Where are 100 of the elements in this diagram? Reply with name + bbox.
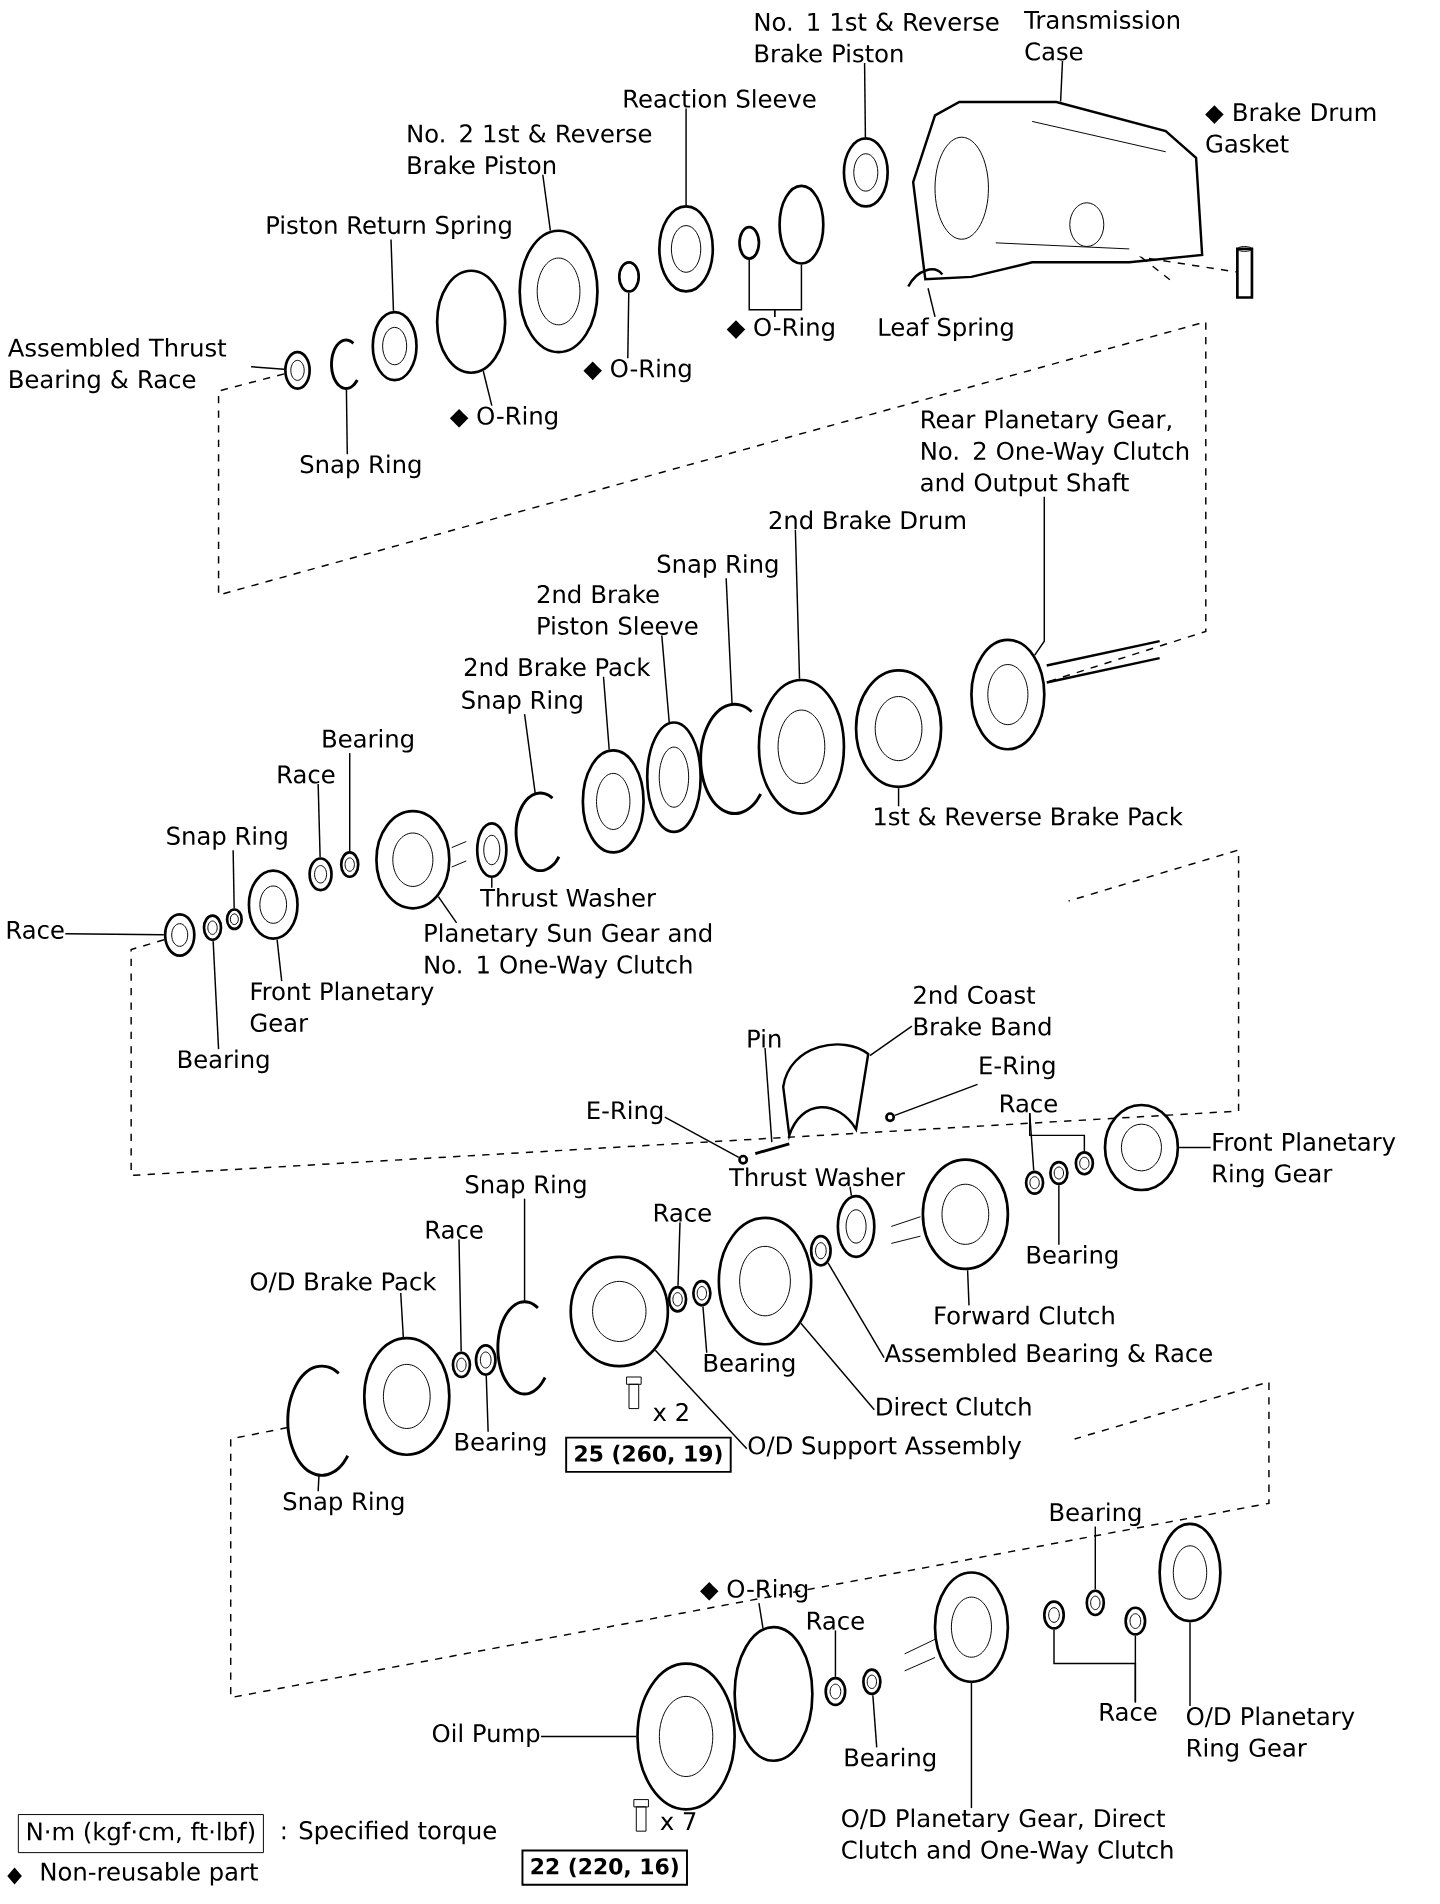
leader-line (1094, 1525, 1096, 1591)
part-label: No. 2 1st & Reverse Brake Piston (408, 124, 652, 175)
alignment-line (217, 320, 1207, 684)
part-label: Front Planetary Gear (250, 981, 434, 1032)
legend-text: Non-reusable part (41, 1862, 258, 1886)
leader-line (966, 1269, 970, 1307)
ring-part (1103, 1103, 1180, 1192)
part-label: ◆ O-Ring (583, 358, 691, 383)
leader-line (1033, 496, 1045, 656)
part-label: Bearing (455, 1432, 546, 1456)
part-label: 1st & Reverse Brake Pack (874, 806, 1183, 826)
ring-part (842, 137, 889, 208)
leader-line (872, 1694, 878, 1749)
part-label: Planetary Sun Gear and No. 1 One-Way Clutch (425, 923, 711, 979)
leaf-spring (907, 268, 944, 288)
part-label: Race (1000, 1094, 1057, 1113)
quantity-label: x 2 (653, 1402, 688, 1421)
part-label: Pin (748, 1029, 781, 1048)
leader-line (800, 1322, 875, 1411)
leader-line (685, 107, 687, 206)
ring-part (474, 1344, 497, 1376)
ring-part (362, 1336, 451, 1457)
part-label: Snap Ring (657, 554, 778, 578)
part-label: Race (278, 765, 335, 784)
part-label: Race (1100, 1702, 1157, 1721)
leader-line (399, 1292, 404, 1338)
leader-line (64, 933, 165, 936)
part-label: Direct Clutch (877, 1396, 1031, 1416)
snap-ring (286, 1364, 349, 1477)
leader-line (970, 1682, 973, 1809)
part-label: E-Ring (588, 1100, 663, 1125)
ring-part (1085, 1589, 1106, 1617)
part-label: Race (654, 1203, 711, 1222)
part-label: O/D Brake Pack (250, 1271, 437, 1293)
leader-line (869, 1025, 913, 1057)
leader-line (758, 1602, 764, 1629)
ring-part (339, 851, 360, 879)
leader-line (458, 1238, 462, 1353)
leader-line (927, 287, 936, 318)
leader-line (1178, 1146, 1212, 1149)
part-label: ◆ O-Ring (726, 317, 834, 341)
ring-part (657, 205, 715, 293)
leader-line (390, 238, 395, 312)
ring-part (371, 310, 418, 382)
ring-part (636, 1662, 736, 1811)
leader-line (345, 388, 348, 455)
leader-line (523, 713, 536, 795)
part-label: Snap Ring (465, 1174, 586, 1199)
leader-line (834, 1629, 837, 1678)
o-ring (885, 1112, 895, 1123)
part-label: Leaf Spring (879, 317, 1013, 341)
ring-part (970, 638, 1046, 751)
leader-line (348, 752, 351, 852)
ring-part (283, 350, 311, 390)
leader-line (794, 529, 801, 680)
ring-part (163, 913, 196, 957)
leader-line (677, 1221, 681, 1287)
leader-line (540, 1735, 637, 1738)
ring-part (1074, 1151, 1095, 1176)
part-label: O/D Support Assembly (748, 1435, 1021, 1460)
pin (754, 1142, 790, 1155)
part-label: ◆ Brake Drum Gasket (1205, 102, 1376, 153)
ring-part (645, 721, 702, 834)
leader-line (250, 366, 285, 371)
part-label: Bearing (323, 729, 413, 753)
transmission-case-drawing (911, 100, 1204, 281)
leader-line (849, 1186, 853, 1197)
part-label: ◆ O-Ring (449, 406, 557, 430)
o-ring (617, 260, 640, 293)
gasket (1235, 246, 1254, 299)
leader-line (523, 1197, 526, 1302)
ring-part (854, 668, 943, 789)
leader-line (317, 783, 321, 858)
legend-text: : Specified torque (282, 1820, 496, 1845)
leader-line (863, 62, 867, 138)
ring-part (757, 678, 846, 815)
leader-line (627, 292, 630, 359)
snap-ring (699, 702, 762, 816)
leader-line (897, 787, 900, 807)
part-label: ◆ O-Ring (699, 1579, 808, 1603)
ring-part (1042, 1600, 1065, 1630)
part-label: Snap Ring (300, 454, 421, 479)
part-label: Transmission Case (1024, 10, 1179, 61)
part-label: Piston Return Spring (267, 215, 511, 239)
leader-line (482, 370, 493, 407)
leader-line (542, 174, 552, 232)
leader-line (485, 1375, 489, 1433)
part-label: E-Ring (980, 1055, 1055, 1080)
part-label: Bearing (704, 1353, 795, 1377)
leader-line (664, 1116, 740, 1158)
part-label: O/D Planetary Ring Gear (1186, 1706, 1355, 1762)
part-label: Bearing (178, 1049, 269, 1074)
ring-part (375, 809, 451, 910)
torque-box: 22 (220, 16) (521, 1849, 688, 1886)
part-label: Bearing (1027, 1245, 1118, 1269)
ring-part (581, 749, 645, 854)
snap-ring (330, 338, 359, 391)
o-ring (738, 225, 761, 260)
ring-part (836, 1194, 876, 1259)
part-label: Front Planetary Ring Gear (1213, 1132, 1396, 1188)
